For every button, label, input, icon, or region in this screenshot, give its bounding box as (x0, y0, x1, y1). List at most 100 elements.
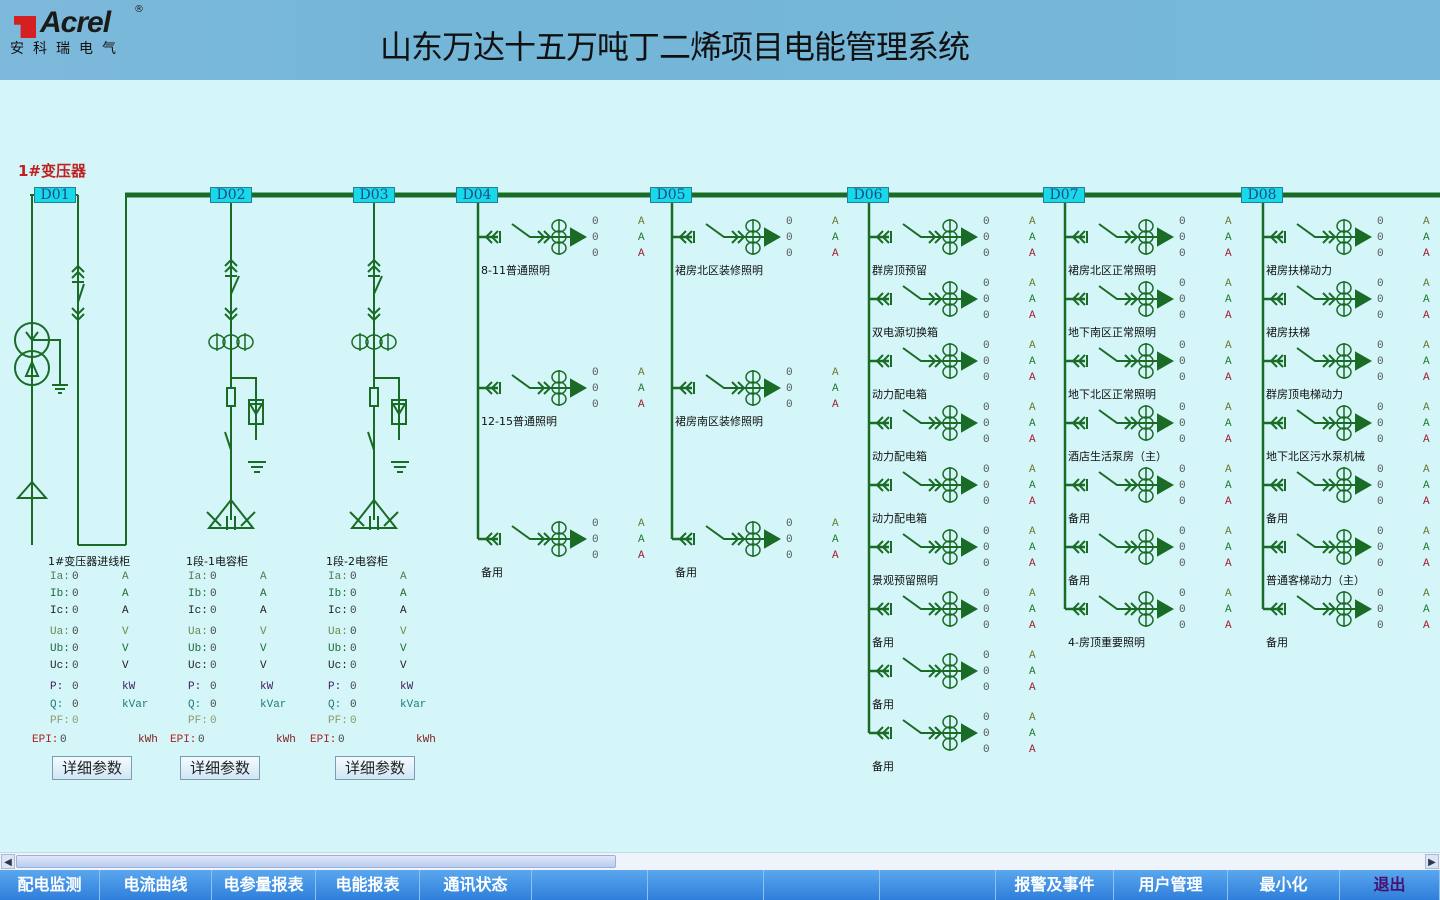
nav-item-empty[interactable] (648, 870, 764, 900)
panel-2-ua-unit: V (260, 626, 267, 638)
feeder-d07-6-value-2: 0 (1179, 542, 1186, 554)
nav-item-empty[interactable] (532, 870, 648, 900)
nav-item-9[interactable]: 报警及事件 (996, 870, 1114, 900)
feeder-d08-7-value-3: 0 (1377, 620, 1384, 632)
feeder-d08-5-arrow-icon (1355, 475, 1373, 495)
panel-2-detail-button[interactable]: 详细参数 (180, 756, 260, 780)
feeder-d07-2-arrow-icon (1157, 289, 1175, 309)
feeder-d06-5-plug-out-icon (928, 478, 943, 492)
feeder-d07-5-label: 备用 (1068, 512, 1090, 525)
panel-2-q-value: 0 (210, 699, 217, 711)
feeder-d07-2-unit-2: A (1225, 294, 1232, 306)
nav-item-empty[interactable] (880, 870, 996, 900)
panel-3-ib-label: Ib: (328, 588, 348, 600)
nav-item-1[interactable]: 电流曲线 (100, 870, 212, 900)
horizontal-scrollbar[interactable]: ◀ ▶ (0, 852, 1440, 870)
feeder-d06-9-value-2: 0 (983, 728, 990, 740)
panel-1-ub-unit: V (122, 643, 129, 655)
feeder-d07-5-value-1: 0 (1179, 464, 1186, 476)
feeder-d04-1-unit-1: A (638, 216, 645, 228)
feeder-d06-4-plug-icon (875, 416, 892, 430)
feeder-d06-5-label: 动力配电箱 (872, 512, 927, 525)
feeder-d05-3-value-1: 0 (786, 518, 793, 530)
feeder-d08-1-unit-2: A (1423, 232, 1430, 244)
feeder-d07-2-unit-3: A (1225, 310, 1232, 322)
panel-3-ib-unit: A (400, 588, 407, 600)
feeder-d05-1-plug-icon (678, 230, 695, 244)
nav-item-12[interactable]: 退出 (1340, 870, 1440, 900)
feeder-d06-1-label: 群房顶预留 (872, 264, 927, 277)
panel-2-ic-value: 0 (210, 605, 217, 617)
nav-item-3[interactable]: 电能报表 (316, 870, 420, 900)
panel-3-detail-button[interactable]: 详细参数 (335, 756, 415, 780)
feeder-d05-3-value-3: 0 (786, 550, 793, 562)
feeder-d08-5-plug-icon (1269, 478, 1286, 492)
scroll-right-icon[interactable]: ▶ (1425, 854, 1439, 869)
feeder-d06-2-plug-icon (875, 292, 892, 306)
feeder-d08-2-label: 裙房扶梯 (1266, 326, 1310, 339)
panel-1-ub-label: Ub: (50, 643, 70, 655)
nav-item-2[interactable]: 电参量报表 (212, 870, 316, 900)
nav-item-0[interactable]: 配电监测 (0, 870, 100, 900)
feeder-d04-3-plug-out-icon (537, 532, 552, 546)
feeder-d06-4-unit-1: A (1029, 402, 1036, 414)
feeder-d07-6-unit-1: A (1225, 526, 1232, 538)
transformer-ground-icon (25, 331, 68, 394)
nav-item-empty[interactable] (764, 870, 880, 900)
feeder-d08-3-label: 群房顶电梯动力 (1266, 388, 1343, 401)
scroll-thumb[interactable] (16, 855, 616, 868)
feeder-d04-3-value-3: 0 (592, 550, 599, 562)
feeder-d06-8-unit-1: A (1029, 650, 1036, 662)
transformer-label: 1#变压器 (18, 162, 87, 180)
panel-1-epi-value: 0 (60, 734, 67, 746)
feeder-d06-7-plug-icon (875, 602, 892, 616)
feeder-d08-7-unit-1: A (1423, 588, 1430, 600)
feeder-d05-3-unit-1: A (832, 518, 839, 530)
feeder-d06-8-arrow-icon (961, 661, 979, 681)
feeder-d08-1-unit-1: A (1423, 216, 1430, 228)
panel-3-ic-unit: A (400, 605, 407, 617)
feeder-d04-1-value-3: 0 (592, 248, 599, 260)
feeder-d04-3-unit-3: A (638, 550, 645, 562)
feeder-d06-5-value-1: 0 (983, 464, 990, 476)
scroll-left-icon[interactable]: ◀ (1, 854, 15, 869)
feeder-d05-1-plug-out-icon (731, 230, 746, 244)
feeder-d04-3-value-1: 0 (592, 518, 599, 530)
feeder-d08-5-value-1: 0 (1377, 464, 1384, 476)
feeder-d07-6-label: 备用 (1068, 574, 1090, 587)
feeder-d08-4-unit-3: A (1423, 434, 1430, 446)
feeder-d08-1-plug-out-icon (1322, 230, 1337, 244)
feeder-d06-8-plug-icon (875, 664, 892, 678)
feeder-d07-3-unit-2: A (1225, 356, 1232, 368)
nav-item-4[interactable]: 通讯状态 (420, 870, 532, 900)
feeder-d08-2-plug-icon (1269, 292, 1286, 306)
feeder-d08-2-unit-1: A (1423, 278, 1430, 290)
feeder-d07-1-unit-1: A (1225, 216, 1232, 228)
capacitor-cabinet-1-arrester-icon (231, 377, 266, 473)
nav-item-10[interactable]: 用户管理 (1114, 870, 1228, 900)
panel-3-pf-label: PF: (328, 715, 348, 727)
feeder-d06-4-value-1: 0 (983, 402, 990, 414)
feeder-d06-3-unit-3: A (1029, 372, 1036, 384)
feeder-d06-3-value-2: 0 (983, 356, 990, 368)
feeder-d07-6-plug-icon (1071, 540, 1088, 554)
feeder-d06-9-label: 备用 (872, 760, 894, 773)
capacitor-cabinet-2-switch-icon (373, 275, 383, 295)
feeder-d08-3-value-2: 0 (1377, 356, 1384, 368)
feeder-d07-7-plug-out-icon (1124, 602, 1139, 616)
feeder-d07-5-unit-3: A (1225, 496, 1232, 508)
feeder-d08-3-unit-1: A (1423, 340, 1430, 352)
feeder-d04-2-unit-3: A (638, 399, 645, 411)
panel-3-ia-label: Ia: (328, 571, 348, 583)
capacitor-cabinet-2-plug-icon (367, 307, 381, 322)
panel-1-uc-label: Uc: (50, 660, 70, 672)
nav-item-11[interactable]: 最小化 (1228, 870, 1340, 900)
capacitor-cabinet-2-contact-icon (367, 431, 375, 451)
bus-label-d01: D01 (34, 187, 76, 203)
feeder-d06-7-label: 备用 (872, 636, 894, 649)
capacitor-cabinet-2-fuse-icon (369, 387, 379, 407)
logo-word: Acrel (40, 6, 111, 39)
panel-1-ub-value: 0 (72, 643, 79, 655)
panel-1-detail-button[interactable]: 详细参数 (52, 756, 132, 780)
feeder-d06-7-unit-3: A (1029, 620, 1036, 632)
